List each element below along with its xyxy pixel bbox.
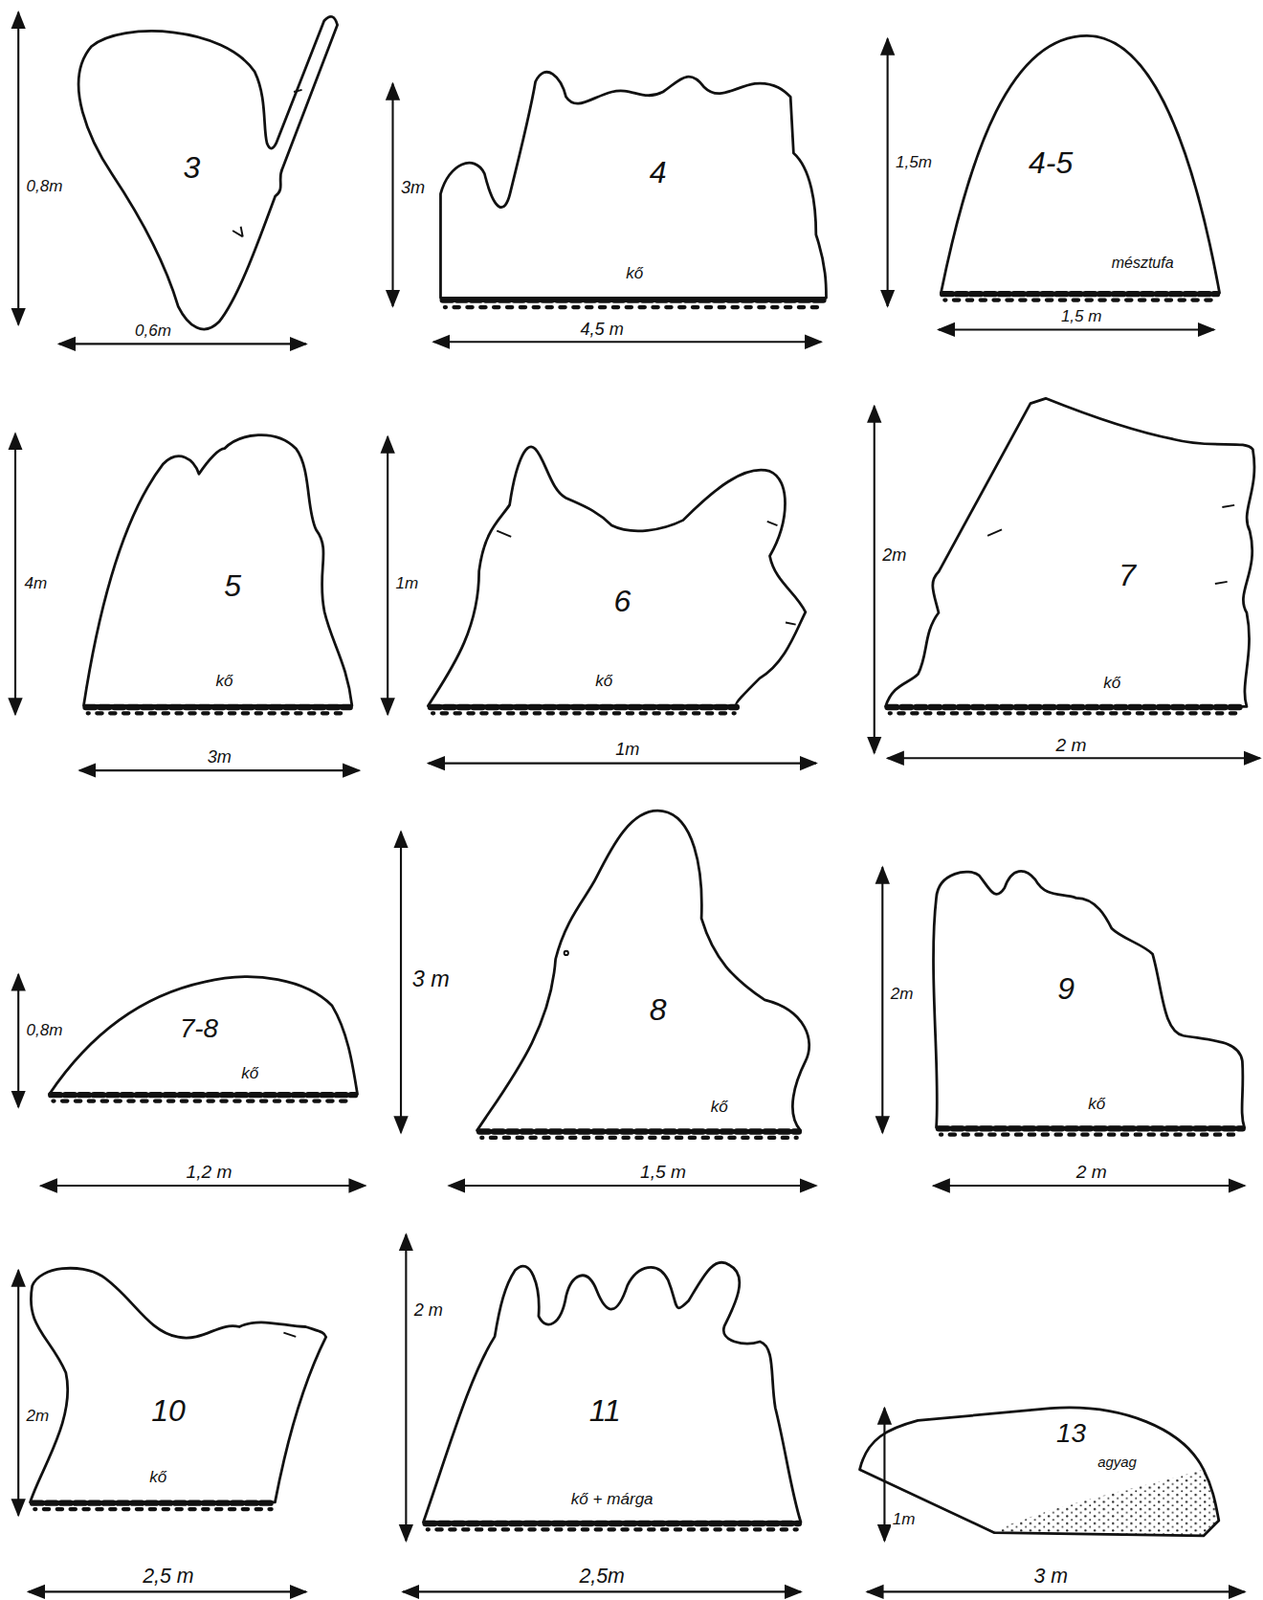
cave-section: 9 kő: [928, 862, 1250, 1138]
cave-section: 3: [50, 8, 347, 346]
dimension-label: 3m: [398, 178, 427, 199]
dimension-label: 1,5 m: [1059, 308, 1105, 327]
dimension-label: 3m: [205, 748, 234, 768]
section-number: 4-5: [1028, 146, 1073, 180]
section-number: 8: [649, 993, 667, 1027]
cave-section: 10 kő: [22, 1257, 333, 1513]
section-outline: [933, 30, 1225, 307]
section-outline: [877, 393, 1263, 715]
floor-label: kő: [149, 1468, 167, 1487]
cave-section: 4-5 mésztufa: [933, 30, 1225, 307]
section-number: 7-8: [179, 1014, 219, 1043]
dimension-label: 2 m: [412, 1301, 445, 1321]
floor-label: kő: [710, 1097, 729, 1116]
section-outline: [468, 800, 821, 1138]
dimension-label: 0,8m: [24, 1021, 66, 1041]
floor-label: mésztufa: [1111, 254, 1175, 272]
section-number: 10: [151, 1394, 186, 1428]
floor-label: kő: [1087, 1094, 1106, 1113]
dimension-label: 2 m: [1054, 734, 1089, 755]
floor-label: kő: [625, 264, 643, 283]
cave-section: 11 kő + márga: [416, 1249, 806, 1541]
dimension-label: 0,6m: [132, 322, 174, 341]
dimension-label: 1m: [613, 740, 642, 760]
dimension-label: 2m: [24, 1407, 52, 1426]
cave-section: 7 kő: [877, 393, 1263, 715]
cave-section: 5 kő: [76, 422, 357, 719]
cave-section: 7-8 kő: [41, 964, 363, 1103]
dimension-label: 2m: [880, 546, 909, 566]
section-number: 9: [1057, 973, 1075, 1007]
section-outline: [422, 433, 817, 720]
dimension-label: 1,5 m: [638, 1161, 688, 1182]
floor-label: agyag: [1097, 1454, 1137, 1470]
cave-section: 6 kő: [422, 433, 817, 720]
dimension-label: 4m: [22, 575, 49, 594]
section-number: 11: [589, 1394, 621, 1428]
cave-section: 4 kő: [433, 61, 832, 317]
section-number: 3: [183, 151, 201, 185]
dimension-label: 1,5m: [893, 154, 934, 173]
section-number: 7: [1118, 559, 1136, 594]
cave-section: 8 kő: [468, 800, 821, 1138]
dimension-label: 1,2 m: [184, 1161, 235, 1182]
dimension-label: 2m: [888, 985, 916, 1004]
section-outline: [22, 1257, 333, 1513]
dimension-label: 4,5 m: [577, 320, 625, 340]
section-number: 6: [614, 584, 632, 619]
dimension-label: 2,5 m: [140, 1565, 196, 1588]
dimension-label: 1m: [394, 575, 421, 594]
dimension-label: 3 m: [1031, 1565, 1070, 1588]
floor-label: kő: [1103, 674, 1121, 693]
floor-label: kő + márga: [571, 1490, 654, 1509]
floor-label: kő: [595, 672, 613, 691]
dimension-label: 2 m: [1074, 1161, 1109, 1182]
dimension-label: 0,8m: [24, 177, 66, 197]
floor-label: kő: [216, 672, 234, 691]
section-number: 5: [223, 569, 242, 603]
section-number: 13: [1056, 1418, 1086, 1448]
dimension-label: 1m: [890, 1510, 918, 1529]
dimension-label: 3 m: [410, 967, 452, 993]
section-number: 4: [649, 156, 667, 191]
dimension-label: 2,5m: [576, 1565, 626, 1588]
floor-label: kő: [241, 1063, 259, 1083]
